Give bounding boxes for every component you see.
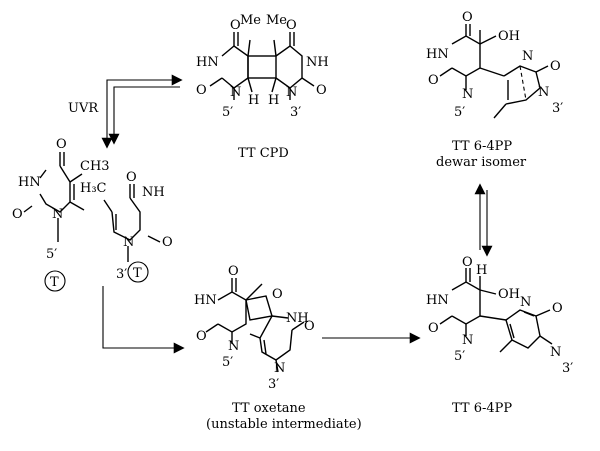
h3c-label: H₃C — [80, 181, 107, 196]
arrow-uvr-equilibrium — [101, 74, 183, 149]
n-atom: N — [550, 345, 561, 360]
h-atom: H — [476, 263, 487, 278]
methyl-label: CH3 — [80, 159, 110, 174]
o-atom: O — [228, 264, 239, 279]
sugar-t-circle — [44, 270, 66, 292]
o-atom: O — [196, 83, 207, 98]
hn-atom: HN — [196, 55, 219, 70]
five-prime-label: 5′ — [454, 105, 465, 120]
o-atom: O — [462, 255, 473, 270]
tt-cpd-structure — [209, 32, 315, 100]
nh-atom: NH — [306, 55, 329, 70]
sugar-t-circle — [127, 261, 149, 283]
arrow-dewar-equilibrium — [474, 183, 493, 257]
n-atom: N — [462, 87, 473, 102]
caption-tt-6-4pp: TT 6-4PP — [452, 401, 512, 416]
caption-oxetane-line2: (unstable intermediate) — [206, 417, 362, 432]
o-atom: O — [462, 10, 473, 25]
hn-atom: HN — [18, 175, 41, 190]
oh-label: OH — [498, 287, 520, 302]
n-atom: N — [286, 85, 297, 100]
tt-dewar-structure — [439, 24, 549, 119]
n-atom: N — [123, 235, 134, 250]
thymine-dimer-reactants — [23, 152, 161, 262]
o-atom: O — [428, 73, 439, 88]
tt-oxetane-structure — [205, 278, 305, 373]
nh-atom: NH — [286, 311, 309, 326]
hn-atom: HN — [194, 293, 217, 308]
o-atom: O — [272, 287, 283, 302]
o-atom: O — [550, 59, 561, 74]
five-prime-label: 5′ — [46, 247, 57, 262]
me-label: Me — [240, 13, 261, 28]
n-atom: N — [228, 339, 239, 354]
uvr-label: UVR — [68, 101, 99, 116]
n-atom: N — [538, 85, 549, 100]
tt-6-4pp-structure — [439, 268, 553, 353]
n-atom: N — [522, 49, 533, 64]
o-atom: O — [230, 18, 241, 33]
o-atom: O — [552, 301, 563, 316]
n-atom: N — [462, 333, 473, 348]
arrow-to-oxetane — [102, 286, 185, 354]
three-prime-label: 3′ — [562, 361, 573, 376]
caption-dewar-line1: TT 6-4PP — [452, 139, 512, 154]
o-atom: O — [162, 235, 173, 250]
t-label: T — [50, 275, 59, 290]
three-prime-label: 3′ — [290, 105, 301, 120]
three-prime-label: 3′ — [268, 377, 279, 392]
five-prime-label: 5′ — [222, 355, 233, 370]
n-atom: N — [230, 85, 241, 100]
caption-dewar-line2: dewar isomer — [436, 155, 527, 170]
o-atom: O — [56, 137, 67, 152]
o-atom: O — [12, 207, 23, 222]
o-atom: O — [126, 170, 137, 185]
three-prime-label: 3′ — [116, 267, 127, 282]
o-atom: O — [316, 83, 327, 98]
n-atom: N — [274, 361, 285, 376]
o-atom: O — [286, 18, 297, 33]
five-prime-label: 5′ — [454, 349, 465, 364]
arrow-to-6-4pp — [322, 332, 421, 344]
oh-label: OH — [498, 29, 520, 44]
caption-oxetane-line1: TT oxetane — [232, 401, 306, 416]
h-atom: H — [248, 93, 259, 108]
me-label: Me — [266, 13, 287, 28]
caption-tt-cpd: TT CPD — [238, 146, 289, 161]
hn-atom: HN — [426, 47, 449, 62]
h-atom: H — [268, 93, 279, 108]
n-atom: N — [52, 207, 63, 222]
o-atom: O — [304, 319, 315, 334]
hn-atom: HN — [426, 293, 449, 308]
five-prime-label: 5′ — [222, 105, 233, 120]
n-atom: N — [520, 295, 531, 310]
o-atom: O — [428, 321, 439, 336]
three-prime-label: 3′ — [552, 101, 563, 116]
nh-atom: NH — [142, 185, 165, 200]
o-atom: O — [196, 329, 207, 344]
t-label: T — [133, 266, 142, 281]
